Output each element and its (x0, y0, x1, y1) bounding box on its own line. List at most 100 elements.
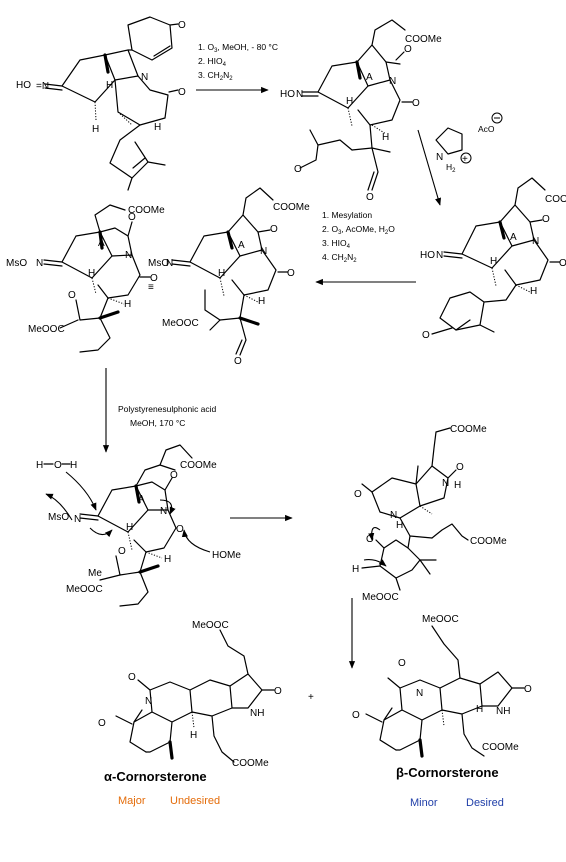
label-coome-6b: COOMe (470, 536, 507, 547)
label-o-6a: O (354, 489, 362, 500)
reagent-pyrrolidinium-acetate: N H2 + AcO (435, 112, 503, 174)
svg-text:2. O3, AcOMe, H2O: 2. O3, AcOMe, H2O (322, 224, 395, 236)
label-n-1: =N (36, 81, 49, 92)
label-meooc-alpha: MeOOC (192, 620, 229, 631)
label-h-beta: H (476, 704, 483, 715)
product-tag-beta-minor: Minor (410, 797, 438, 809)
product-name-alpha: α-Cornorsterone (104, 769, 207, 784)
label-coome-alpha: COOMe (232, 758, 269, 769)
label-mso-4b: MsO (148, 258, 169, 269)
label-coome-2: COOMe (405, 34, 442, 45)
label-a-4a: A (98, 238, 105, 249)
label-h-water-a: H (36, 460, 43, 471)
label-meooc-4b: MeOOC (162, 318, 199, 329)
label-o-5a: O (170, 470, 178, 481)
label-a-3: A (510, 232, 517, 243)
conditions-step-3: 1. Mesylation 2. O3, AcOMe, H2O 3. HIO4 … (322, 210, 395, 264)
label-coome-3: COOMe (545, 194, 566, 205)
product-tag-beta-desired: Desired (466, 797, 504, 809)
product-tag-alpha-undesired: Undesired (170, 795, 220, 807)
label-o-5c: O (118, 546, 126, 557)
label-o-2a: O (404, 44, 412, 55)
molecule-mesylate-b: MsO N N A O O COOMe H H MeOOC O (148, 187, 310, 367)
label-o-3b: O (559, 258, 566, 269)
label-n-6: N (390, 510, 397, 521)
svg-text:3. HIO4: 3. HIO4 (322, 238, 351, 250)
label-a-5: A (138, 494, 145, 505)
label-n-lactam-2: N (389, 76, 396, 87)
label-nh-6: N (442, 478, 449, 489)
label-o-4a-a: O (128, 212, 136, 223)
label-coome-6a: COOMe (450, 424, 487, 435)
label-me-5: Me (88, 568, 102, 579)
label-o-3a: O (542, 214, 550, 225)
label-o-4a-b: O (150, 273, 158, 284)
conditions-step-4: Polystyrenesulphonic acid MeOH, 170 °C (118, 404, 217, 428)
label-ho-3: HO (420, 250, 435, 261)
svg-text:3. CH2N2: 3. CH2N2 (198, 70, 233, 82)
label-h-c-1: H (154, 122, 161, 133)
label-o-beta-b: O (352, 710, 360, 721)
label-ho-n-1: HO (16, 80, 31, 91)
label-coome-5: COOMe (180, 460, 217, 471)
svg-text:MeOH, 170 °C: MeOH, 170 °C (130, 418, 185, 428)
label-h-alpha: H (190, 730, 197, 741)
label-n-4a: N (36, 258, 43, 269)
label-n-5: N (74, 514, 81, 525)
label-aco: AcO (478, 124, 495, 134)
label-h-4b-a: H (218, 268, 225, 279)
label-h-2a: H (346, 96, 353, 107)
label-nh-beta: NH (496, 706, 510, 717)
molecule-oxime-starting-material: HO =N N O O H H H (16, 16, 186, 191)
label-n-lactam-4a: N (125, 250, 132, 261)
label-coome-4b: COOMe (273, 202, 310, 213)
label-mso-4a: MsO (6, 258, 27, 269)
svg-text:Polystyrenesulphonic acid: Polystyrenesulphonic acid (118, 404, 217, 414)
molecule-aldol-enone: HO N N A O O COOMe H H O (420, 177, 566, 341)
label-o-5b: O (176, 524, 184, 535)
label-h-4a-b: H (124, 299, 131, 310)
label-ho-2: HO (280, 89, 295, 100)
label-h-b-1: H (92, 124, 99, 135)
label-h-2b: H (382, 132, 389, 143)
label-o-4b-c: O (234, 356, 242, 367)
label-h-3b: H (530, 286, 537, 297)
label-meooc-4a: MeOOC (28, 324, 65, 335)
label-o-beta-a: O (398, 658, 406, 669)
label-meooc-beta: MeOOC (422, 614, 459, 625)
svg-text:+: + (462, 154, 468, 165)
label-n-lactam-1: N (141, 72, 148, 83)
label-a-4b: A (238, 240, 245, 251)
svg-text:1. O3, MeOH, - 80 °C: 1. O3, MeOH, - 80 °C (198, 42, 278, 54)
label-o-water: O (54, 460, 62, 471)
molecule-ozonolysis-product: HO N N A O O COOMe H H O O (280, 19, 442, 203)
product-tag-alpha-major: Major (118, 795, 146, 807)
label-mso-5: MsO (48, 512, 69, 523)
label-o-alpha-c: O (274, 686, 282, 697)
label-o-lactam-1: O (178, 87, 186, 98)
label-h-a-1: H (106, 80, 113, 91)
label-o-4b-a: O (270, 224, 278, 235)
product-name-beta: β-Cornorsterone (396, 765, 499, 780)
label-n-beta: N (416, 688, 423, 699)
label-n-lactam-3: N (532, 236, 539, 247)
label-h-6c: H (352, 564, 359, 575)
molecule-beckmann-intermediate: MsO N N A O O COOMe H H O Me MeOOC H O H… (36, 444, 241, 607)
arrow-step-2 (417, 129, 442, 206)
label-h-water-b: H (70, 460, 77, 471)
label-o-4a-c: O (68, 290, 76, 301)
label-o-enone-1: O (178, 20, 186, 31)
label-h-4b-b: H (258, 296, 265, 307)
label-o-3c: O (422, 330, 430, 341)
label-h-6b: H (454, 480, 461, 491)
molecule-beta-cornorsterone: O N O NH O H MeOOC COOMe (352, 614, 532, 758)
label-coome-beta: COOMe (482, 742, 519, 753)
label-n-lactam-4b: N (260, 246, 267, 257)
label-nh-alpha: NH (250, 708, 264, 719)
plus-sign: + (308, 692, 314, 703)
label-h-3a: H (490, 256, 497, 267)
svg-text:4. CH2N2: 4. CH2N2 (322, 252, 357, 264)
label-o-6b: O (456, 462, 464, 473)
label-h-4a-a: H (88, 268, 95, 279)
